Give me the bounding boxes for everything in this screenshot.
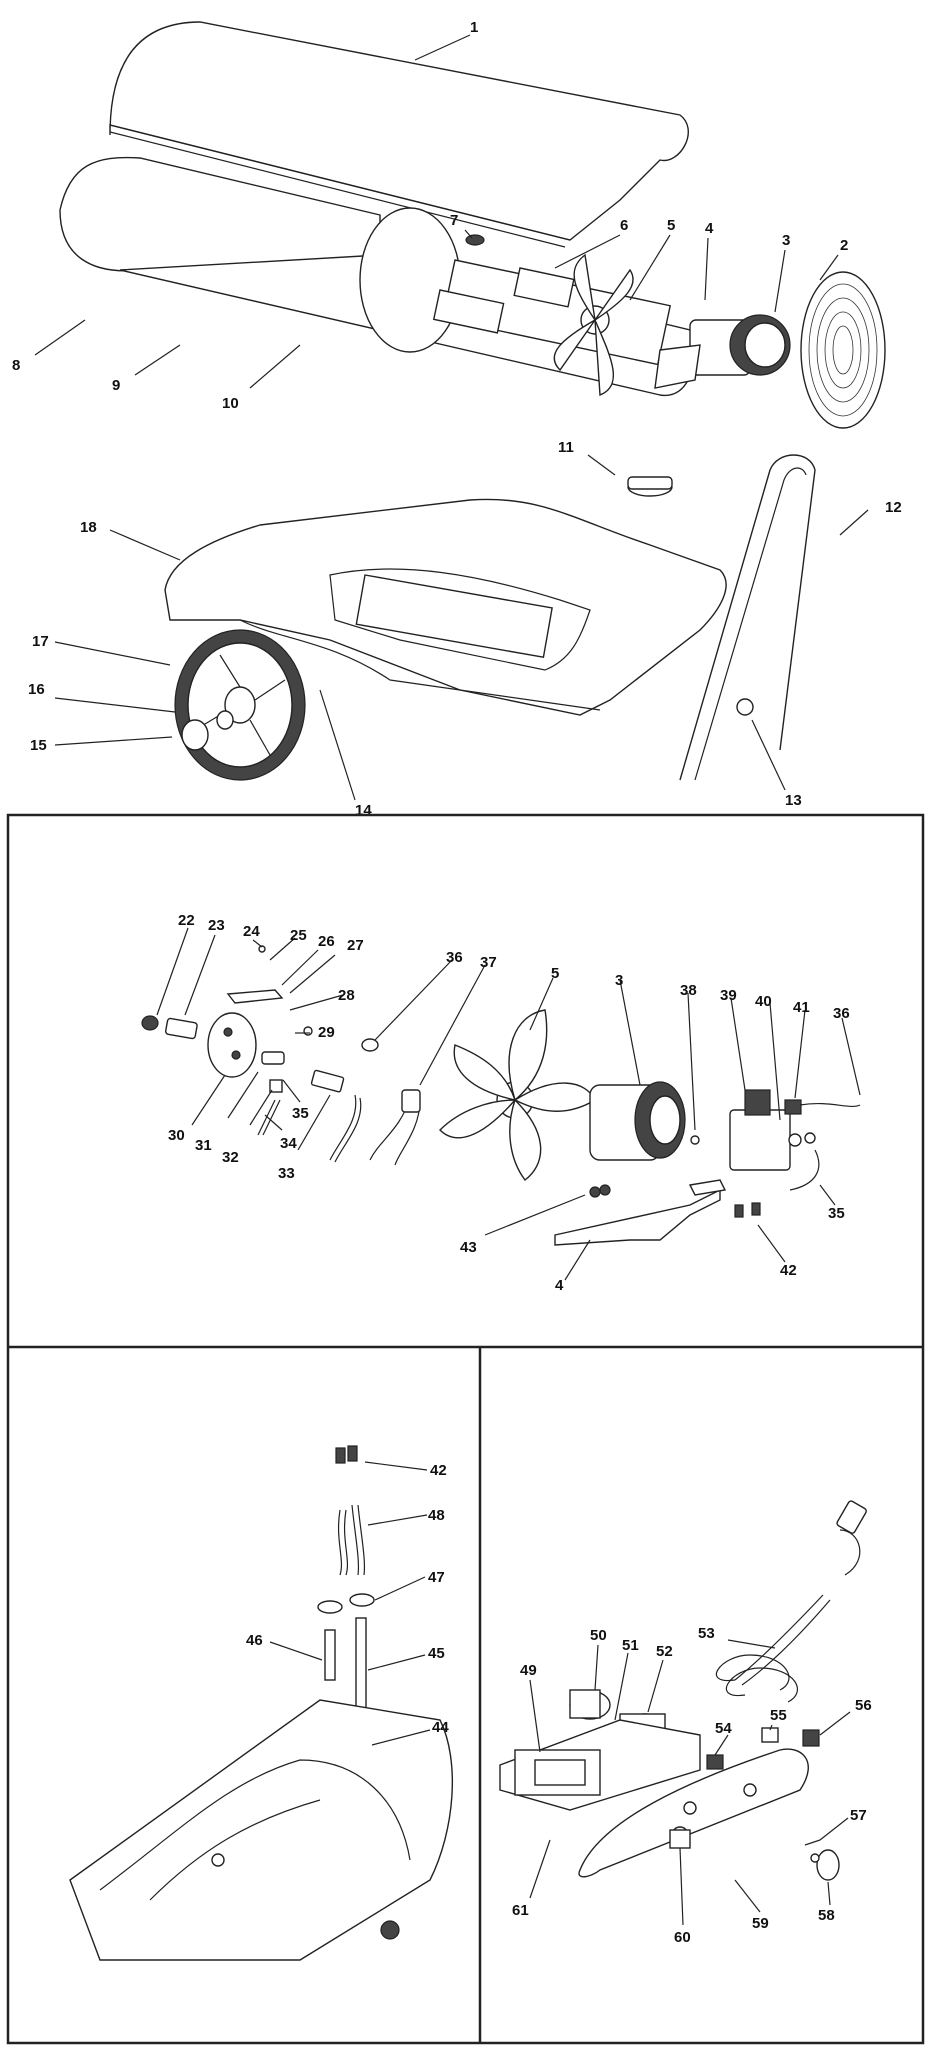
callout-41: 41 <box>793 999 810 1016</box>
leader-lines-electrical <box>529 1639 851 1926</box>
tank-parts <box>69 1445 454 1961</box>
fan-guard <box>800 271 886 429</box>
electrical-parts <box>499 1500 867 1881</box>
callout-32: 32 <box>222 1149 239 1166</box>
callout-59: 59 <box>752 1915 769 1932</box>
callout-54: 54 <box>715 1720 732 1737</box>
callout-31: 31 <box>195 1137 212 1154</box>
callout-27: 27 <box>347 937 364 954</box>
fan-blade-top <box>553 253 634 397</box>
callout-5b: 5 <box>551 965 559 982</box>
callout-55: 55 <box>770 1707 787 1724</box>
callout-51: 51 <box>622 1637 639 1654</box>
callout-labels-tank: 42 48 47 46 45 44 <box>246 1462 449 1736</box>
burner-parts <box>141 945 421 1166</box>
fan-blade-burner <box>439 1009 596 1181</box>
callout-34: 34 <box>280 1135 297 1152</box>
leader-lines-burner <box>156 927 861 1281</box>
leader-lines-top <box>34 34 869 801</box>
callout-33: 33 <box>278 1165 295 1182</box>
callout-56: 56 <box>855 1697 872 1714</box>
callout-15: 15 <box>30 737 47 754</box>
callout-36b: 36 <box>833 1005 850 1022</box>
callout-16: 16 <box>28 681 45 698</box>
callout-labels-burner: 22 23 24 25 26 27 28 29 36 37 5 3 38 39 … <box>168 912 850 1294</box>
callout-13: 13 <box>785 792 802 809</box>
callout-12: 12 <box>885 499 902 516</box>
callout-22: 22 <box>178 912 195 929</box>
tank-frame <box>164 498 727 716</box>
callout-30: 30 <box>168 1127 185 1144</box>
callout-47: 47 <box>428 1569 445 1586</box>
callout-23: 23 <box>208 917 225 934</box>
fuel-cap <box>465 234 673 497</box>
upper-cover <box>109 21 689 248</box>
callout-3b: 3 <box>615 972 623 989</box>
callout-35b: 35 <box>828 1205 845 1222</box>
callout-45: 45 <box>428 1645 445 1662</box>
callout-10: 10 <box>222 395 239 412</box>
callout-52: 52 <box>656 1643 673 1660</box>
callout-60: 60 <box>674 1929 691 1946</box>
callout-58: 58 <box>818 1907 835 1924</box>
callout-labels-top: 1 2 3 4 5 6 7 8 9 10 11 12 13 14 15 16 1… <box>12 19 902 819</box>
callout-53: 53 <box>698 1625 715 1642</box>
callout-25: 25 <box>290 927 307 944</box>
callout-17: 17 <box>32 633 49 650</box>
lower-shell <box>59 156 695 396</box>
callout-36a: 36 <box>446 949 463 966</box>
callout-26: 26 <box>318 933 335 950</box>
panel-frames <box>6 813 925 2045</box>
callout-38: 38 <box>680 982 697 999</box>
handle <box>679 454 816 781</box>
callout-40: 40 <box>755 993 772 1010</box>
callout-43: 43 <box>460 1239 477 1256</box>
callout-6: 6 <box>620 217 628 234</box>
callout-44: 44 <box>432 1719 449 1736</box>
callout-46: 46 <box>246 1632 263 1649</box>
callout-4b: 4 <box>555 1277 564 1294</box>
callout-5: 5 <box>667 217 675 234</box>
callout-3: 3 <box>782 232 790 249</box>
motor-bracket <box>554 1179 761 1246</box>
callout-50: 50 <box>590 1627 607 1644</box>
callout-57: 57 <box>850 1807 867 1824</box>
fuel-pump <box>729 1089 861 1191</box>
callout-1: 1 <box>470 19 478 36</box>
callout-49: 49 <box>520 1662 537 1679</box>
callout-42a: 42 <box>780 1262 797 1279</box>
burner-motor <box>589 1081 700 1161</box>
callout-29: 29 <box>318 1024 335 1041</box>
callout-24: 24 <box>243 923 260 940</box>
callout-14: 14 <box>355 802 372 819</box>
motor-top <box>654 314 791 389</box>
callout-labels-electrical: 50 51 52 53 49 54 55 56 57 61 60 59 58 <box>512 1625 872 1946</box>
callout-4: 4 <box>705 220 714 237</box>
callout-35a: 35 <box>292 1105 309 1122</box>
callout-2: 2 <box>840 237 848 254</box>
callout-48: 48 <box>428 1507 445 1524</box>
callout-42b: 42 <box>430 1462 447 1479</box>
callout-28: 28 <box>338 987 355 1004</box>
callout-61: 61 <box>512 1902 529 1919</box>
callout-39: 39 <box>720 987 737 1004</box>
callout-9: 9 <box>112 377 120 394</box>
callout-7: 7 <box>450 212 458 229</box>
callout-37: 37 <box>480 954 497 971</box>
callout-18: 18 <box>80 519 97 536</box>
callout-8: 8 <box>12 357 20 374</box>
callout-11: 11 <box>558 439 574 456</box>
wheel <box>174 629 306 781</box>
leader-lines-tank <box>269 1461 431 1746</box>
